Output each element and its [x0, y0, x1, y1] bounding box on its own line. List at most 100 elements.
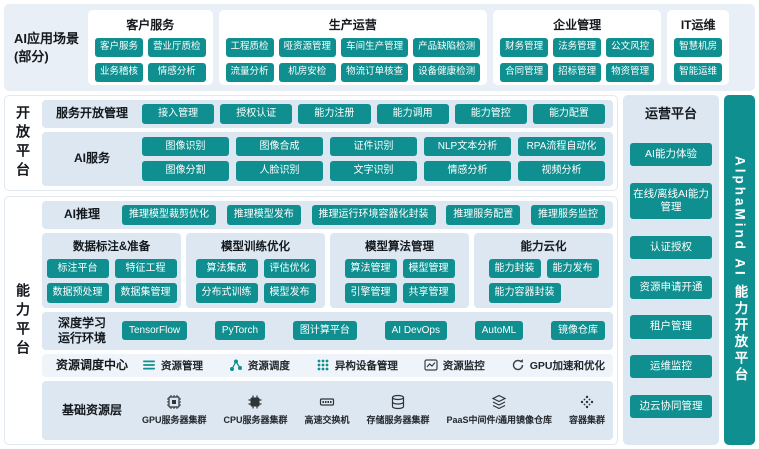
operations-chip[interactable]: 租户管理: [630, 315, 712, 339]
capability-chip[interactable]: 镜像仓库: [551, 320, 605, 341]
capability-chip[interactable]: 能力管控: [454, 104, 527, 124]
capability-chip[interactable]: 推理运行环境容器化封装: [311, 205, 436, 225]
capability-chip[interactable]: 能力注册: [298, 104, 371, 124]
capability-chip[interactable]: 分布式训练: [195, 283, 258, 303]
scenario-chip[interactable]: 设备健康检测: [413, 62, 481, 82]
group-items: 工程质检 哑资源管理 车间生产管理 产品缺陷检测 流量分析 机房安检 物流订单核…: [225, 38, 481, 82]
scenario-chip[interactable]: 客户服务: [95, 38, 144, 57]
capability-chip[interactable]: 算法集成: [195, 258, 258, 278]
capability-chip[interactable]: 文字识别: [330, 161, 417, 181]
scenario-chip[interactable]: 公文风控: [606, 38, 655, 57]
capability-chip[interactable]: PyTorch: [214, 320, 266, 341]
ai-inference-box: AI推理 推理模型裁剪优化 推理模型发布 推理运行环境容器化封装 推理服务配置 …: [42, 201, 613, 229]
capability-chip[interactable]: 图像分割: [142, 161, 229, 181]
scenarios-label: AI应用场景 (部分): [10, 10, 82, 85]
operations-chip[interactable]: AI能力体验: [630, 142, 712, 166]
capability-chip[interactable]: 证件识别: [330, 136, 417, 157]
capability-chip[interactable]: 情感分析: [424, 161, 511, 181]
group-title: 客户服务: [126, 18, 175, 32]
operations-items: AI能力体验 在线/离线AI能力管理 认证授权 资源申请开通 租户管理 运维监控…: [629, 126, 713, 435]
operations-chip[interactable]: 资源申请开通: [630, 275, 712, 299]
brand-bar: AlphaMind AI 能力开放平台: [724, 95, 755, 445]
scenario-chip[interactable]: 财务管理: [500, 38, 549, 57]
row-title: 资源调度中心: [55, 357, 128, 372]
scenario-chip[interactable]: 情感分析: [148, 62, 206, 82]
scenario-chip[interactable]: 工程质检: [225, 38, 274, 57]
capability-chip[interactable]: 模型管理: [402, 258, 455, 278]
resource-center-label: GPU加速和优化: [529, 359, 605, 372]
capability-chip[interactable]: 图像合成: [236, 136, 323, 157]
capability-chip[interactable]: AutoML: [474, 320, 524, 341]
open-platform-content: 服务开放管理 接入管理 授权认证 能力注册 能力调用 能力管控 能力配置 AI服…: [42, 100, 613, 186]
open-platform-side-label: 开放平台: [15, 105, 31, 181]
capability-chip[interactable]: 推理模型发布: [226, 205, 301, 225]
scenario-chip[interactable]: 业务稽核: [95, 62, 144, 82]
capability-chip[interactable]: 人脸识别: [236, 161, 323, 181]
capability-chip[interactable]: 数据集管理: [114, 283, 177, 303]
capability-chip[interactable]: 视频分析: [518, 161, 605, 181]
group-items: 智慧机房 智能运维: [674, 38, 723, 82]
scenario-group-production-ops: 生产运营 工程质检 哑资源管理 车间生产管理 产品缺陷检测 流量分析 机房安检 …: [218, 10, 488, 85]
base-layer-label: GPU服务器集群: [142, 415, 207, 426]
gpu-chip-icon: [166, 394, 182, 410]
base-layer-box: 基础资源层 GPU服务器集群 CPU服务器集群: [42, 380, 613, 440]
capability-chip[interactable]: 算法管理: [344, 258, 397, 278]
capability-chip[interactable]: 标注平台: [46, 258, 109, 278]
capability-chip[interactable]: 能力容器封装: [488, 283, 561, 303]
capability-chip[interactable]: 推理模型裁剪优化: [122, 205, 216, 225]
base-layer-item: CPU服务器集群: [223, 394, 288, 426]
container-cluster-icon: [579, 394, 595, 410]
capability-chip[interactable]: 推理服务监控: [531, 205, 605, 225]
column-capability-cloud: 能力云化 能力封装 能力发布 能力容器封装: [474, 232, 613, 308]
capability-chip[interactable]: NLP文本分析: [424, 136, 511, 157]
resource-center-item: 资源监控: [424, 358, 485, 373]
dl-runtime-box: 深度学习 运行环境 TensorFlow PyTorch 图计算平台 AI De…: [42, 311, 613, 350]
capability-chip[interactable]: 评估优化: [263, 258, 316, 278]
capability-chip[interactable]: 能力调用: [376, 104, 449, 124]
ai-services-items: 图像识别 图像合成 证件识别 NLP文本分析 RPA流程自动化 图像分割 人脸识…: [142, 136, 605, 181]
scenario-chip[interactable]: 机房安检: [278, 62, 337, 82]
capability-chip[interactable]: 授权认证: [220, 104, 293, 124]
scenario-chip[interactable]: 车间生产管理: [341, 38, 409, 57]
capability-chip[interactable]: TensorFlow: [122, 320, 188, 341]
scenario-chip[interactable]: 法务管理: [553, 38, 602, 57]
scenario-chip[interactable]: 物流订单核查: [341, 62, 409, 82]
capability-chip[interactable]: 引擎管理: [344, 283, 397, 303]
capability-chip[interactable]: 能力配置: [532, 104, 606, 124]
scenario-chip[interactable]: 产品缺陷检测: [413, 38, 481, 57]
base-layer-item: 存储服务器集群: [366, 394, 429, 426]
scenario-chip[interactable]: 智慧机房: [674, 38, 723, 57]
capability-chip[interactable]: 能力发布: [546, 258, 599, 278]
capability-chip[interactable]: 特征工程: [114, 258, 177, 278]
scenario-chip[interactable]: 合同管理: [500, 62, 549, 82]
capability-chip[interactable]: 模型发布: [263, 283, 316, 303]
scenario-chip[interactable]: 招标管理: [553, 62, 602, 82]
capability-chip[interactable]: 接入管理: [142, 104, 215, 124]
scenario-chip[interactable]: 物资管理: [606, 62, 655, 82]
base-layer-label: 存储服务器集群: [366, 415, 430, 426]
capability-chip[interactable]: 图计算平台: [292, 320, 357, 341]
operations-chip[interactable]: 认证授权: [630, 235, 712, 259]
capability-chip[interactable]: 数据预处理: [46, 283, 109, 303]
capability-chip[interactable]: AI DevOps: [384, 320, 447, 341]
capability-chip[interactable]: 图像识别: [142, 136, 229, 157]
operations-chip[interactable]: 在线/离线AI能力管理: [630, 182, 712, 219]
operations-chip[interactable]: 边云协同管理: [630, 395, 712, 419]
capability-chip[interactable]: 共享管理: [402, 283, 455, 303]
scenario-chip[interactable]: 哑资源管理: [278, 38, 337, 57]
column-data-labeling: 数据标注&准备 标注平台 特征工程 数据预处理 数据集管理: [42, 232, 181, 308]
row-title: 基础资源层: [61, 402, 122, 417]
capability-chip[interactable]: RPA流程自动化: [518, 136, 605, 157]
scenario-chip[interactable]: 智能运维: [674, 62, 723, 82]
column-model-algorithm: 模型算法管理 算法管理 模型管理 引擎管理 共享管理: [330, 232, 469, 308]
operations-chip[interactable]: 运维监控: [630, 355, 712, 379]
capability-platform-panel: 能力平台 AI推理 推理模型裁剪优化 推理模型发布 推理运行环境容器化封装 推理…: [4, 196, 618, 445]
dl-runtime-title-line1: 深度学习: [57, 315, 106, 330]
scenario-chip[interactable]: 营业厅质检: [148, 38, 206, 57]
resource-center-label: 资源监控: [442, 359, 485, 372]
capability-chip[interactable]: 能力封装: [488, 258, 541, 278]
capability-columns: 数据标注&准备 标注平台 特征工程 数据预处理 数据集管理 模型训练优化 算法集…: [42, 232, 613, 308]
scenario-chip[interactable]: 流量分析: [225, 62, 274, 82]
group-items: 客户服务 营业厅质检 业务稽核 情感分析: [95, 38, 206, 82]
capability-chip[interactable]: 推理服务配置: [446, 205, 521, 225]
